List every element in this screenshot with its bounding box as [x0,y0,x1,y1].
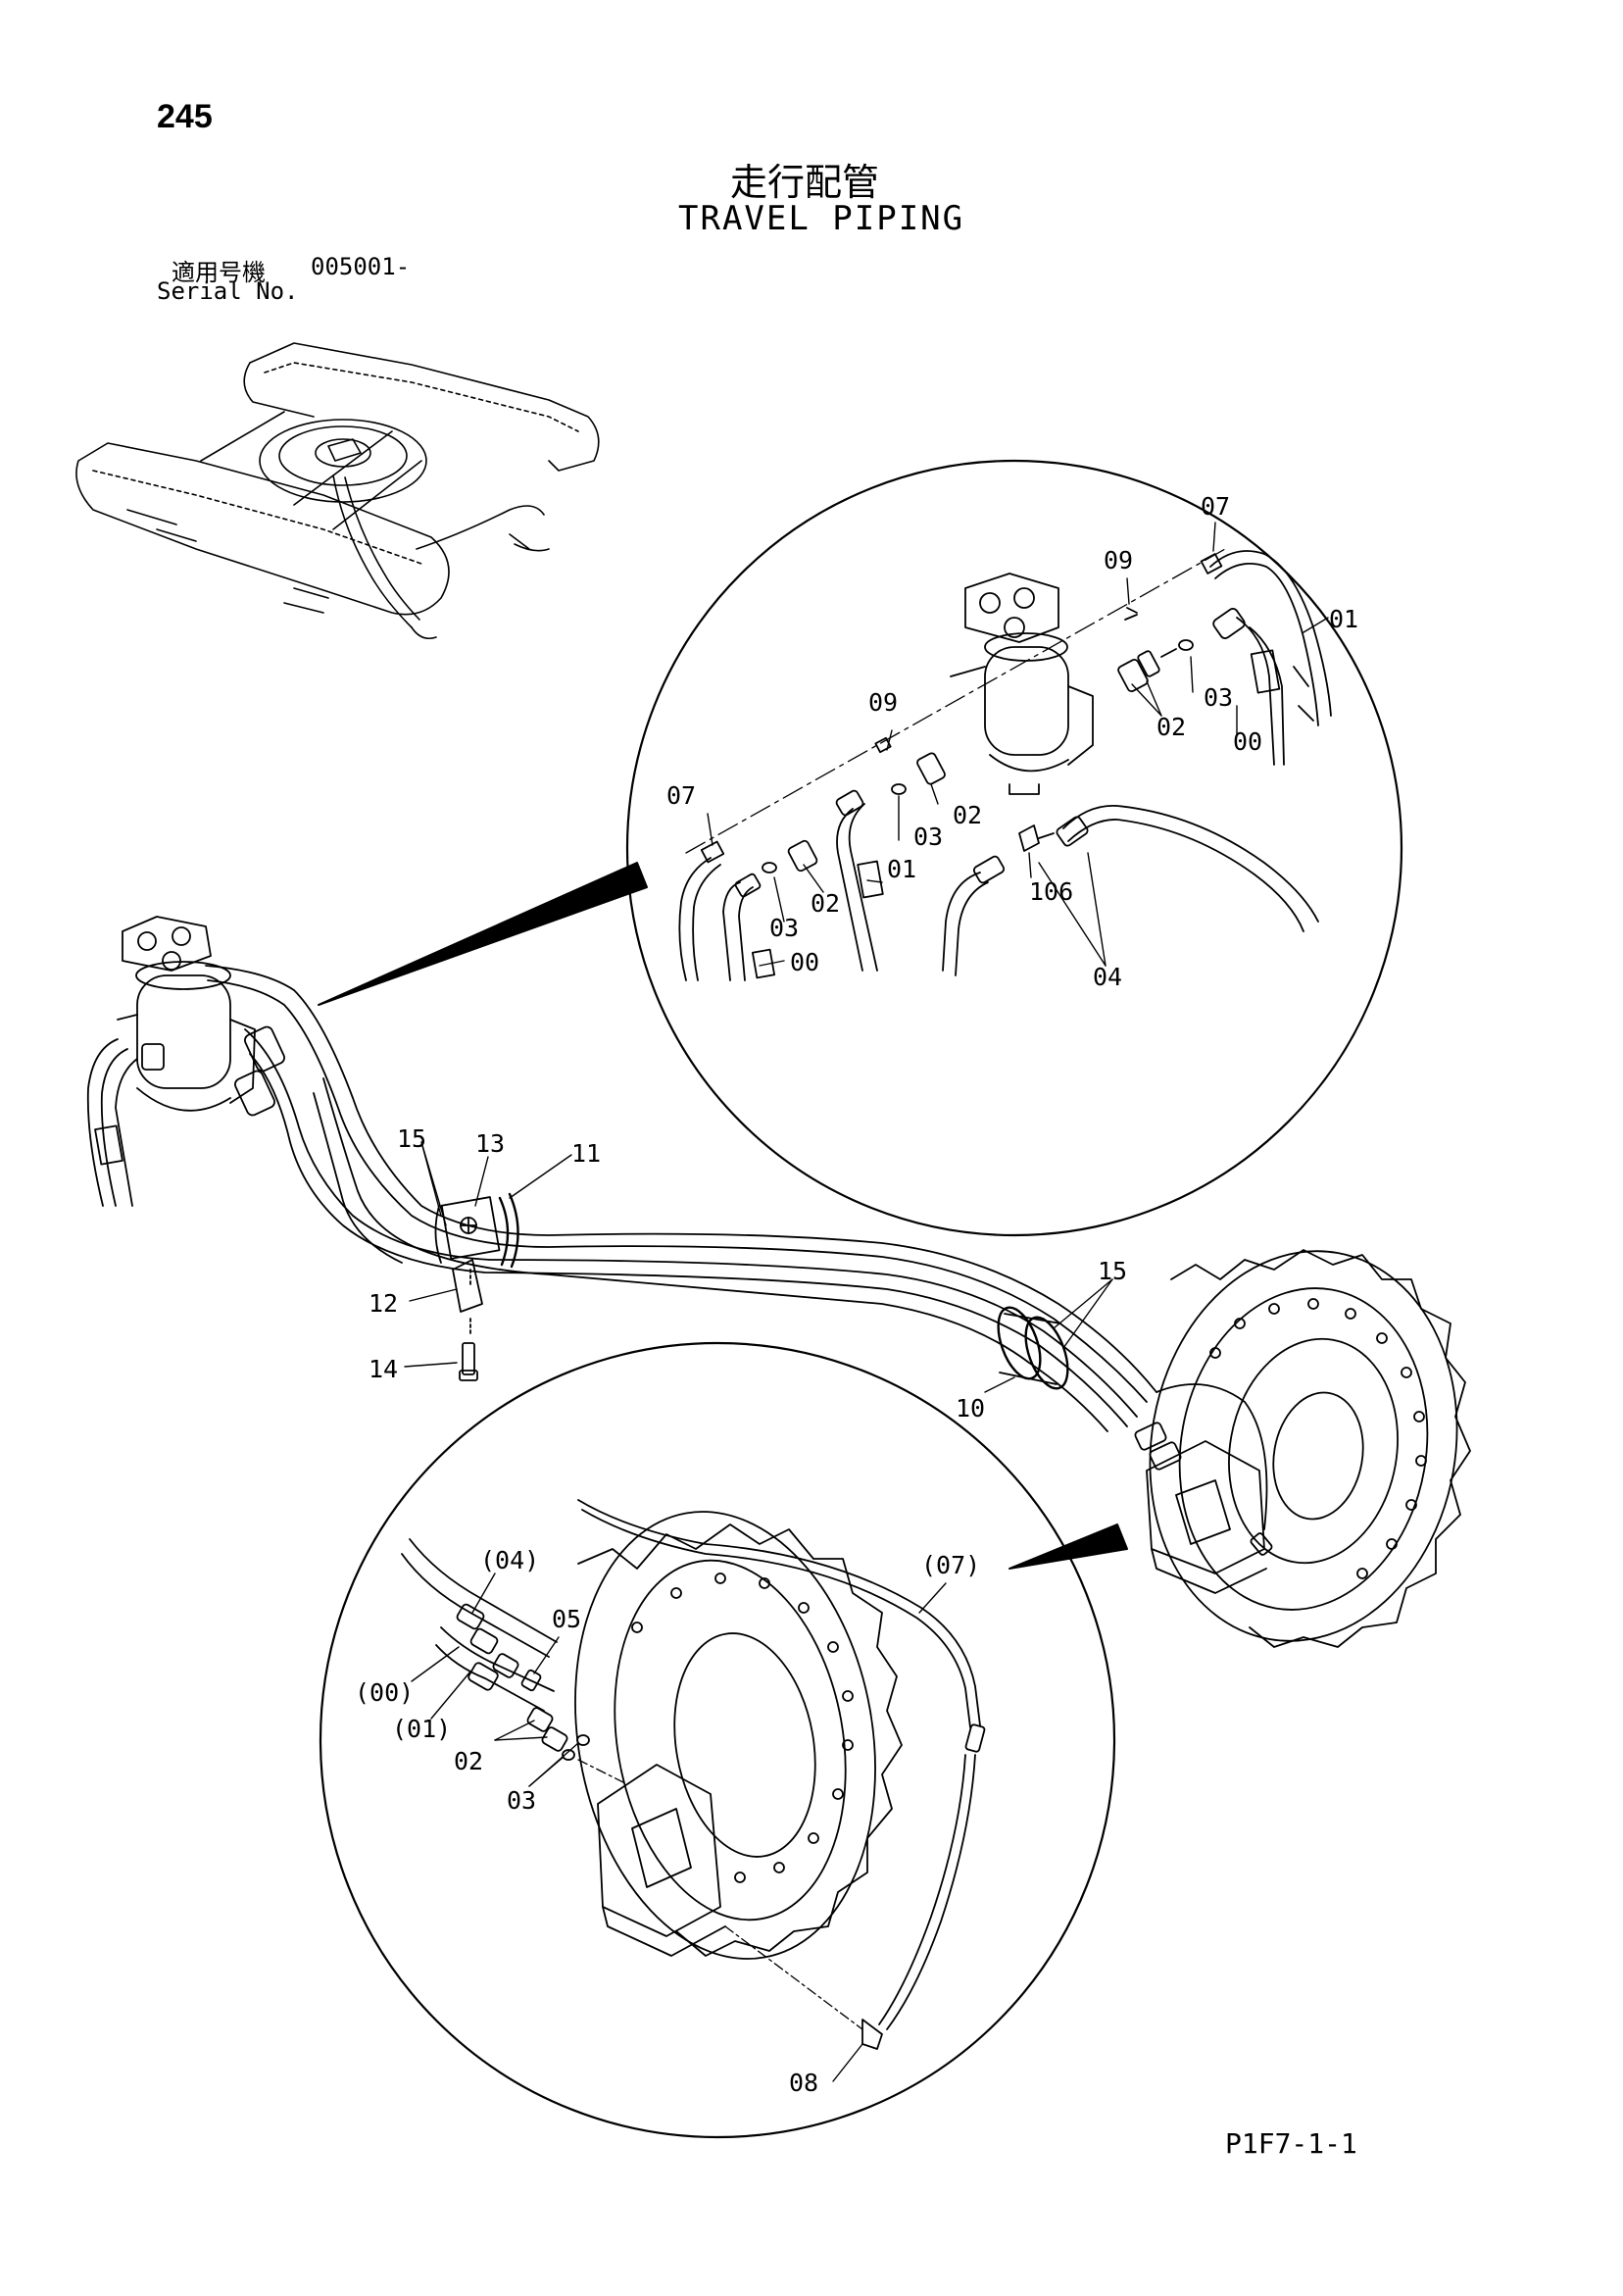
callout-main-15b: 15 [1098,1257,1127,1285]
page-number: 245 [157,98,213,135]
upper-detail-pointer [318,862,648,1006]
callout-lower-04: (04) [480,1546,539,1574]
callout-upper-02c: 02 [811,889,840,918]
callout-upper-106: 106 [1029,877,1073,906]
serial-number-value: 005001- [311,253,411,280]
callout-upper-00b: 00 [790,948,819,976]
callout-lower-07: (07) [921,1551,980,1579]
callout-labels: 07 09 01 03 02 00 09 07 03 02 03 02 01 1… [355,492,1358,2097]
callout-upper-00a: 00 [1233,727,1262,756]
callout-main-13: 13 [475,1129,505,1158]
callout-lower-02: 02 [454,1747,483,1775]
serial-label-english: Serial No. [157,277,299,305]
callout-lower-03: 03 [507,1786,536,1815]
callout-upper-02a: 02 [1156,713,1186,741]
main-assembly [86,916,1471,1648]
callout-upper-02b: 02 [953,801,982,829]
title-japanese: 走行配管 [730,161,880,204]
leader-lines [404,522,1329,2082]
callout-main-11: 11 [571,1139,601,1168]
callout-upper-07a: 07 [1201,492,1230,521]
callout-upper-01a: 01 [1329,605,1358,633]
undercarriage-overview [75,342,600,640]
callout-lower-01: (01) [392,1715,451,1743]
callout-upper-04: 04 [1093,963,1122,991]
serial-label-japanese: 適用号機 [172,259,266,286]
callout-upper-03a: 03 [1204,683,1233,712]
callout-upper-09b: 09 [868,688,898,717]
lower-detail-circle [319,1341,1116,2139]
callout-upper-07b: 07 [666,781,696,810]
callout-main-12: 12 [369,1289,398,1318]
upper-detail-circle [625,459,1403,1237]
callout-main-10: 10 [956,1394,985,1423]
lower-detail-drawing [401,1499,986,2050]
callout-upper-03b: 03 [913,823,943,851]
callout-lower-00: (00) [355,1678,414,1707]
callout-lower-05: 05 [552,1605,581,1633]
callout-upper-09a: 09 [1104,546,1133,574]
document-reference: P1F7-1-1 [1225,2127,1357,2160]
callout-main-14: 14 [369,1355,398,1383]
callout-main-15a: 15 [397,1124,426,1153]
callout-upper-01b: 01 [887,855,916,883]
title-english: TRAVEL PIPING [678,199,965,238]
lower-detail-pointer [1008,1523,1128,1570]
upper-detail-drawing [678,548,1332,981]
callout-upper-03c: 03 [769,914,799,942]
callout-lower-08: 08 [789,2069,818,2097]
